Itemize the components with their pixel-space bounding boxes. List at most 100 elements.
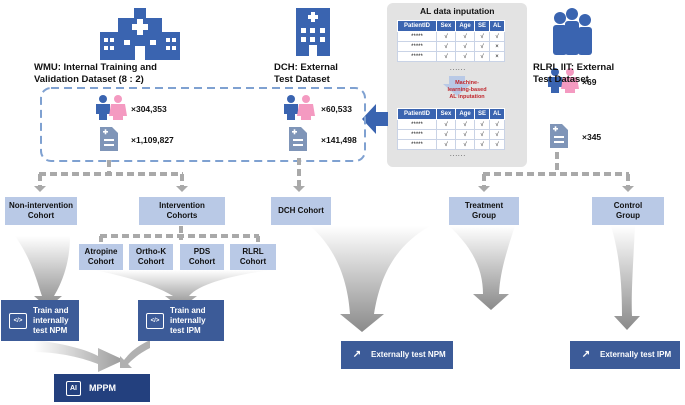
table-cell: √ [489, 129, 505, 140]
ipm-line1: Train and [170, 305, 206, 315]
table-cell: ***** [397, 41, 437, 52]
dch-title-line2: Test Dataset [274, 74, 330, 85]
table-row: ***** √ √ √ √ [397, 31, 505, 42]
children-icon-rlrl [548, 68, 579, 93]
table-cell: ***** [397, 139, 437, 150]
document-icon-rlrl [550, 124, 568, 148]
wmu-people-count: ×304,353 [131, 104, 167, 114]
table-ellipsis: ...... [450, 66, 467, 72]
col-header: AL [489, 20, 505, 32]
dashed-dataset-box [40, 87, 366, 162]
hospital-icon-wmu [100, 8, 180, 60]
pds-line2: Cohort [188, 257, 216, 266]
table-row: ***** √ √ √ × [397, 41, 505, 52]
rlrl-title: RLRL IIT: External Test Dataset [533, 62, 614, 86]
table-cell: √ [455, 41, 475, 52]
non-line2: Cohort [27, 211, 55, 220]
table-cell: √ [436, 41, 456, 52]
npm-line3: test NPM [33, 325, 68, 335]
hospital-icon-dch [296, 8, 330, 56]
dch-records-count: ×141,498 [321, 135, 357, 145]
rlrl-people-count: ×69 [582, 77, 597, 87]
table-cell: √ [436, 129, 456, 140]
rlrl-line2: Cohort [239, 257, 267, 266]
control-line1: Control [613, 201, 643, 210]
children-icon-wmu [96, 95, 127, 120]
external-ipm-box: ↗ Externally test IPM [570, 341, 680, 369]
atropine-line1: Atropine [84, 247, 118, 256]
table-cell: √ [489, 31, 505, 42]
chart-trend-icon: ↗ [581, 349, 591, 360]
ml-imputation-label: Machine- learning-based AL inputation [437, 80, 497, 101]
down-arrow [443, 76, 471, 96]
table-ellipsis: ...... [450, 152, 467, 158]
col-header: SE [474, 108, 490, 120]
dch-title: DCH: External Test Dataset [274, 62, 338, 86]
ml-line1: Machine- [455, 80, 479, 86]
table-cell: ***** [397, 129, 437, 140]
funnel-arrow-dch [310, 226, 430, 332]
funnel-arrow-non [15, 236, 70, 308]
table-cell: √ [489, 119, 505, 130]
table-row: ***** √ √ √ √ [397, 129, 505, 140]
funnel-arrow-int [95, 270, 271, 308]
control-line2: Group [616, 211, 640, 220]
ipm-line2: internally [170, 315, 206, 325]
table-cell: √ [436, 139, 456, 150]
table-cell: √ [436, 51, 456, 62]
table-cell: √ [436, 119, 456, 130]
table-cell: √ [474, 119, 490, 130]
col-header: PatientID [397, 108, 437, 120]
table-cell: √ [455, 119, 475, 130]
treatment-line1: Treatment [464, 201, 504, 210]
rlrl-records-count: ×345 [582, 132, 602, 142]
rlrl-title-line2: Test Dataset [533, 74, 589, 85]
table-cell: √ [474, 139, 490, 150]
children-icon-dch [284, 95, 315, 120]
table-cell: √ [455, 129, 475, 140]
merge-arrow-ipm [120, 340, 150, 368]
wmu-title: WMU: Internal Training and Validation Da… [34, 62, 157, 86]
table-cell: √ [455, 51, 475, 62]
table-cell: × [489, 51, 505, 62]
col-header: Sex [436, 20, 456, 32]
table-cell: √ [474, 51, 490, 62]
mppm-box: AI MPPM [54, 374, 150, 402]
funnel-arrow-control [611, 226, 640, 330]
external-npm-box: ↗ Externally test NPM [341, 341, 453, 369]
table-cell: ***** [397, 51, 437, 62]
al-table-after: PatientID Sex Age SE AL ***** √ √ √ √ **… [397, 108, 505, 150]
al-title: AL data inputation [420, 6, 495, 16]
rlrl-line1: RLRL [242, 247, 264, 256]
chart-trend-icon: ↗ [352, 349, 362, 360]
mppm-label: MPPM [89, 383, 116, 393]
table-cell: √ [474, 41, 490, 52]
col-header: Age [455, 20, 475, 32]
dch-title-line1: DCH: External [274, 62, 338, 73]
connector-arrowheads [34, 186, 634, 192]
table-cell: √ [474, 129, 490, 140]
table-cell: √ [474, 31, 490, 42]
pds-line1: PDS [193, 247, 211, 256]
code-icon: </> [9, 312, 27, 329]
col-header: PatientID [397, 20, 437, 32]
document-icon-wmu [100, 127, 118, 151]
table-row: ***** √ √ √ √ [397, 139, 505, 150]
table-cell: √ [455, 31, 475, 42]
code-icon: </> [146, 312, 164, 329]
ipm-line3: test IPM [170, 325, 201, 335]
table-cell: × [489, 41, 505, 52]
connectors [38, 152, 630, 242]
table-cell: √ [489, 139, 505, 150]
table-cell: ***** [397, 31, 437, 42]
npm-line1: Train and [33, 305, 69, 315]
orthok-line1: Ortho-K [135, 247, 167, 256]
